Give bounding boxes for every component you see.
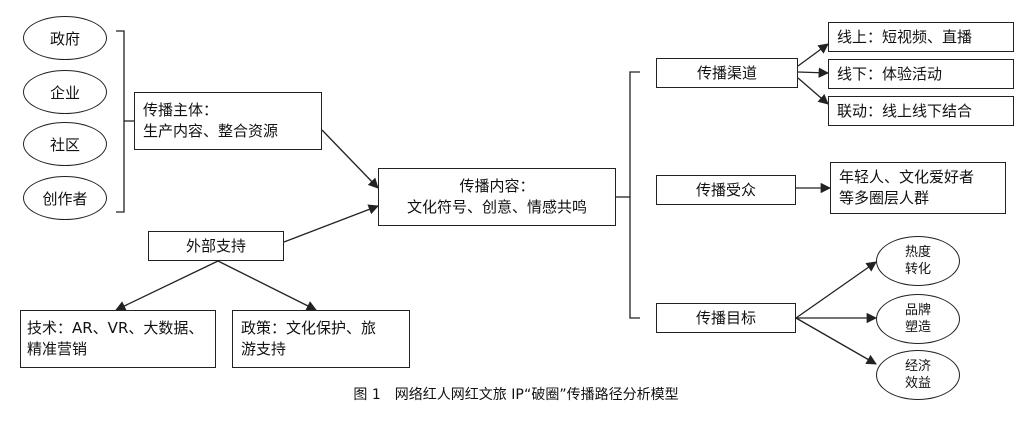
audience-detail-box: 年轻人、文化爱好者 等多圈层人群 bbox=[830, 162, 1006, 214]
right-bracket bbox=[629, 71, 640, 319]
channel-to-offline-arrow bbox=[797, 67, 830, 78]
channel-to-combined-arrow bbox=[797, 77, 829, 105]
audience-box: 传播受众 bbox=[656, 175, 796, 205]
goal-box: 传播目标 bbox=[656, 303, 796, 333]
goal-brand-building: 品牌 塑造 bbox=[876, 294, 960, 344]
goal-to-heat-arrow bbox=[795, 261, 877, 319]
figure-caption: 图 1 网络红人网红文旅 IP“破圈”传播路径分析模型 bbox=[353, 387, 679, 403]
support-to-tech-arrow bbox=[115, 260, 219, 311]
entity-creator: 创作者 bbox=[23, 176, 107, 220]
support-to-content-arrow bbox=[283, 204, 379, 243]
content-box: 传播内容： 文化符号、创意、情感共鸣 bbox=[378, 168, 616, 226]
entity-government: 政府 bbox=[23, 16, 107, 60]
goal-heat-conversion: 热度 转化 bbox=[876, 236, 960, 286]
policy-box: 政策：文化保护、旅 游支持 bbox=[232, 310, 410, 368]
channel-offline: 线下：体验活动 bbox=[828, 59, 1014, 89]
subject-box: 传播主体： 生产内容、整合资源 bbox=[134, 92, 322, 150]
entity-community: 社区 bbox=[23, 122, 107, 166]
channel-online: 线上：短视频、直播 bbox=[828, 22, 1014, 52]
channel-to-online-arrow bbox=[797, 43, 829, 67]
entity-enterprise: 企业 bbox=[23, 70, 107, 114]
channel-combined: 联动：线上线下结合 bbox=[828, 96, 1014, 126]
channel-box: 传播渠道 bbox=[656, 58, 798, 88]
entities-bracket bbox=[116, 30, 125, 213]
goal-to-economy-arrow bbox=[795, 317, 877, 365]
support-to-policy-arrow bbox=[217, 260, 317, 311]
subject-to-content-arrow bbox=[321, 129, 379, 189]
goal-economic-benefit: 经济 效益 bbox=[876, 350, 960, 400]
tech-box: 技术：AR、VR、大数据、 精准营销 bbox=[20, 310, 216, 368]
external-support-box: 外部支持 bbox=[148, 231, 284, 261]
